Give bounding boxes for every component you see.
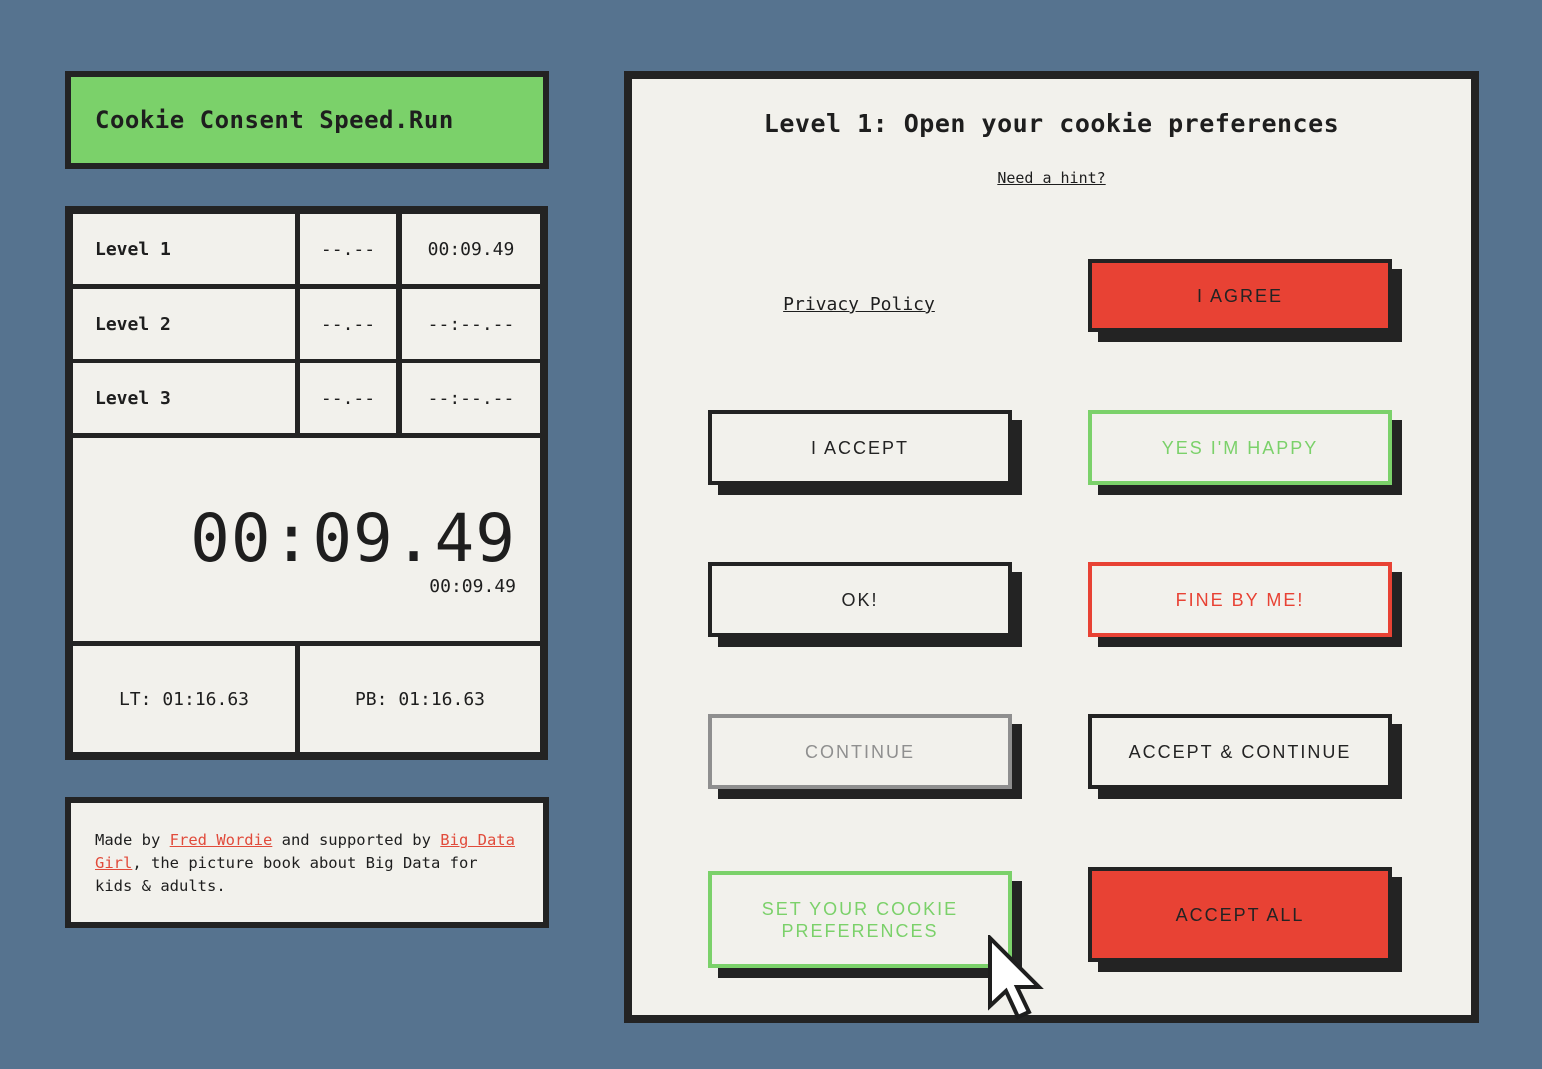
hint-link[interactable]: Need a hint? <box>997 169 1106 187</box>
split-level-2-label: Level 2 <box>73 289 295 359</box>
accept-continue-button[interactable]: ACCEPT & CONTINUE <box>1088 714 1392 789</box>
personal-best: PB: 01:16.63 <box>300 646 540 752</box>
continue-button[interactable]: CONTINUE <box>708 714 1012 789</box>
split-level-1-delta: --.-- <box>300 214 396 284</box>
split-level-1-time: 00:09.49 <box>402 214 540 284</box>
mouse-pointer-icon <box>988 935 1044 1020</box>
fine-by-me-button[interactable]: FINE BY ME! <box>1088 562 1392 637</box>
credits-panel: Made by Fred Wordie and supported by Big… <box>65 797 549 928</box>
credits-supported: and supported by <box>272 831 441 849</box>
author-link[interactable]: Fred Wordie <box>169 831 273 849</box>
split-level-3-delta: --.-- <box>300 363 396 433</box>
app-title: Cookie Consent Speed.Run <box>95 106 454 134</box>
split-level-3-time: --:--.-- <box>402 363 540 433</box>
credits-prefix: Made by <box>95 831 170 849</box>
level-title: Level 1: Open your cookie preferences <box>763 109 1340 138</box>
ok-button[interactable]: OK! <box>708 562 1012 637</box>
split-level-1-label: Level 1 <box>73 214 295 284</box>
i-agree-button[interactable]: I AGREE <box>1088 259 1392 332</box>
accept-all-button[interactable]: ACCEPT ALL <box>1088 867 1392 962</box>
book-link[interactable]: Big Data Girl <box>95 831 515 872</box>
split-level-3-label: Level 3 <box>73 363 295 433</box>
cookie-banner: Level 1: Open your cookie preferences Ne… <box>632 79 1471 1020</box>
main-timer: 00:09.49 00:09.49 <box>73 438 540 641</box>
privacy-policy-link[interactable]: Privacy Policy <box>783 294 935 315</box>
yes-happy-button[interactable]: YES I'M HAPPY <box>1088 410 1392 485</box>
title-panel: Cookie Consent Speed.Run <box>65 71 549 169</box>
segment-timer-value: 00:09.49 <box>429 576 516 597</box>
i-accept-button[interactable]: I ACCEPT <box>708 410 1012 485</box>
splits-panel: Level 1 --.-- 00:09.49 Level 2 --.-- --:… <box>65 206 548 760</box>
cookie-banner-panel: Level 1: Open your cookie preferences Ne… <box>624 71 1479 1023</box>
split-level-2-time: --:--.-- <box>402 289 540 359</box>
main-timer-value: 00:09.49 <box>190 500 516 577</box>
split-level-2-delta: --.-- <box>300 289 396 359</box>
credits-text: Made by Fred Wordie and supported by Big… <box>71 803 543 922</box>
last-time: LT: 01:16.63 <box>73 646 295 752</box>
title-banner: Cookie Consent Speed.Run <box>71 77 543 163</box>
set-cookie-preferences-button[interactable]: SET YOUR COOKIE PREFERENCES <box>708 871 1012 968</box>
credits-suffix: , the picture book about Big Data for ki… <box>95 854 478 895</box>
